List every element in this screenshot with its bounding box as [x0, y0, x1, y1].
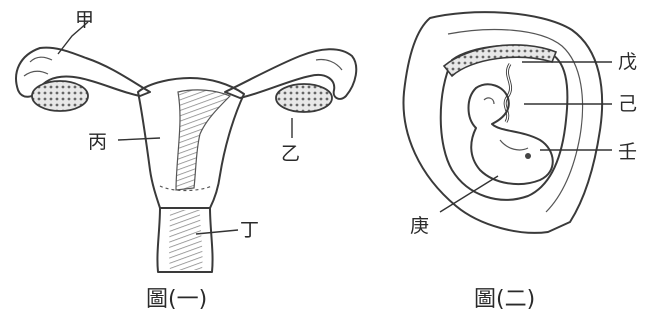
- fetus: [469, 84, 553, 184]
- left-ovary: [32, 81, 88, 111]
- figure2-fetus-in-uterus: 戊 己 壬 庚 圖(二): [403, 12, 637, 312]
- figure2-caption: 圖(二): [474, 287, 535, 312]
- label-jia: 甲: [75, 9, 94, 31]
- label-ji: 己: [618, 93, 637, 115]
- uterine-cavity: [176, 90, 230, 190]
- figure1-reproductive-system: 甲 乙 丙 丁 圖(一): [16, 9, 356, 312]
- label-ren: 壬: [618, 141, 637, 163]
- label-bing: 丙: [88, 131, 107, 153]
- figure1-caption: 圖(一): [146, 287, 207, 312]
- right-ovary: [276, 84, 332, 112]
- placenta: [444, 45, 556, 76]
- label-wu: 戊: [618, 51, 637, 73]
- label-geng: 庚: [410, 215, 429, 237]
- label-ding: 丁: [240, 219, 259, 241]
- label-yi: 乙: [281, 143, 300, 165]
- vagina-wall: [169, 210, 202, 270]
